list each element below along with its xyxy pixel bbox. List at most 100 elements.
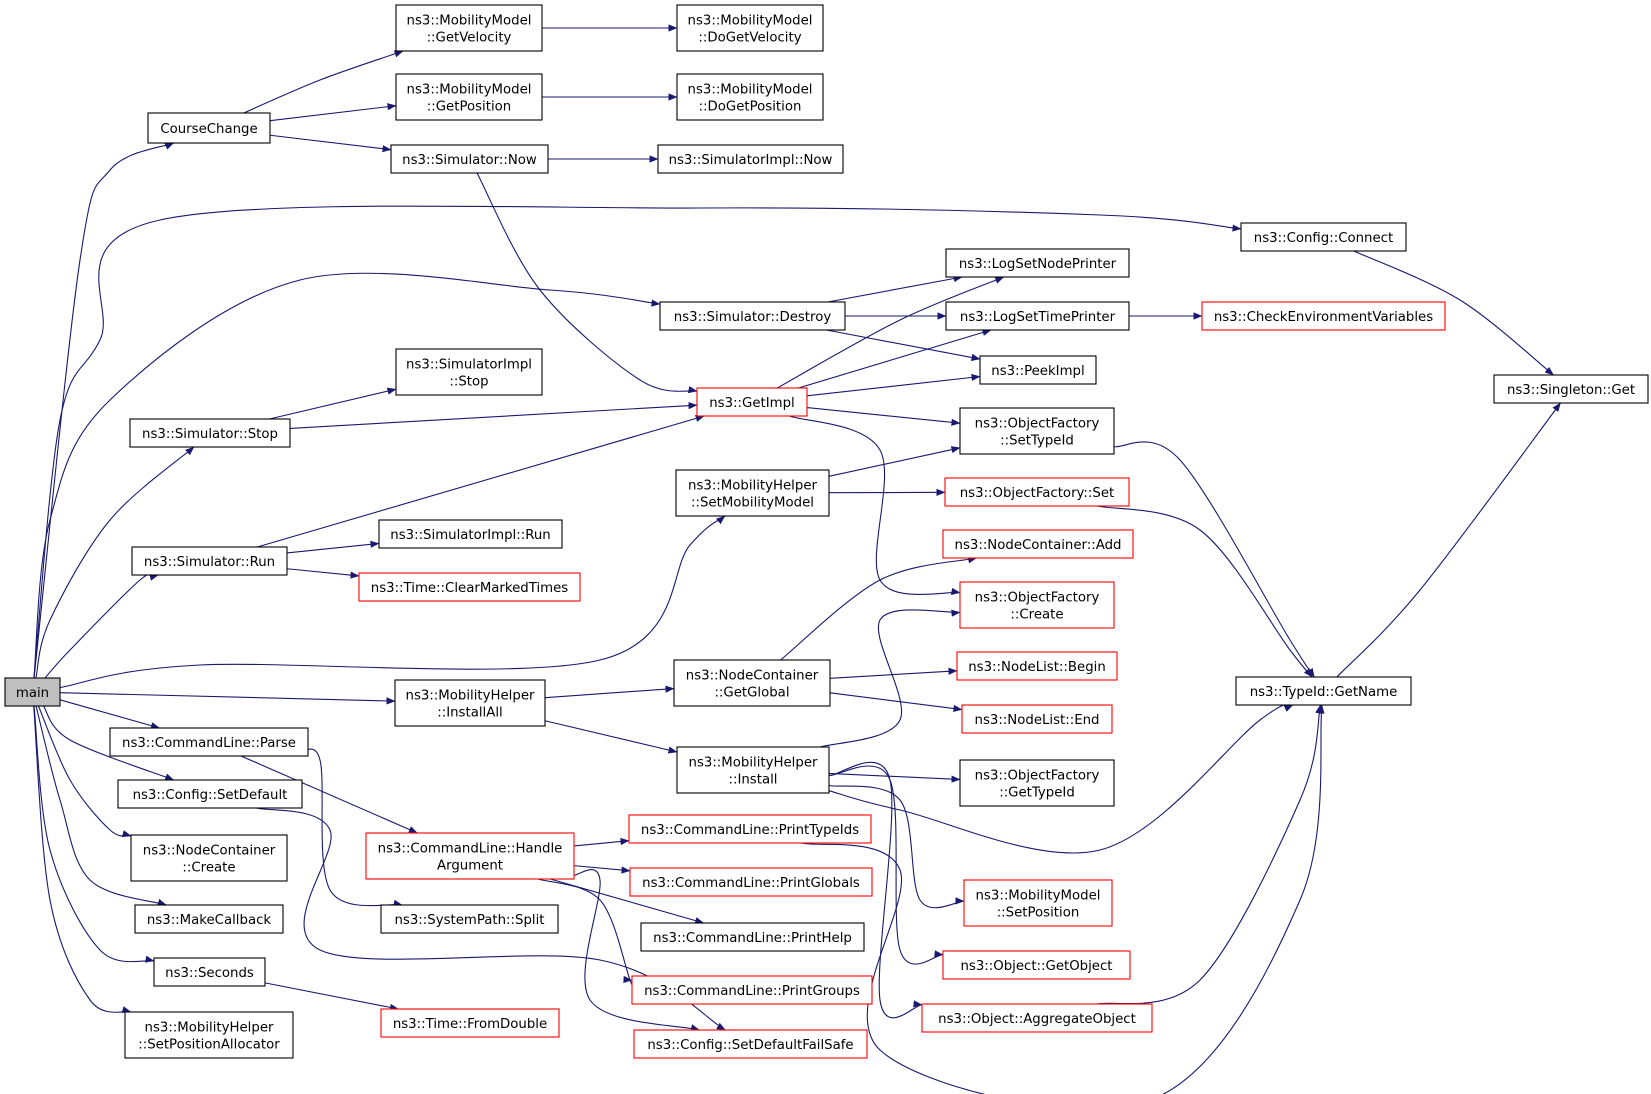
node-label: ::Stop [449,375,488,390]
node-label: ::Create [1010,608,1063,623]
node-label: ns3::MobilityModel [976,889,1101,904]
node-simimpl-run[interactable]: ns3::SimulatorImpl::Run [378,519,563,549]
node-label: ::GetGlobal [714,686,789,701]
node-getimpl[interactable]: ns3::GetImpl [696,387,808,417]
node-simimpl-stop[interactable]: ns3::SimulatorImpl::Stop [395,348,543,396]
node-main[interactable]: main [4,677,61,707]
node-label: ns3::Simulator::Destroy [674,310,832,325]
edge-getimpl-to-logsettimeprinter [798,329,992,389]
edge-seconds-to-time_fromdouble [264,982,399,1011]
node-box [921,1003,1153,1033]
node-nc-add[interactable]: ns3::NodeContainer::Add [942,529,1134,559]
node-typeid-getname[interactable]: ns3::TypeId::GetName [1235,676,1412,706]
node-seconds[interactable]: ns3::Seconds [153,957,266,987]
node-peekimpl[interactable]: ns3::PeekImpl [979,355,1097,385]
node-config-setdefaultfailsafe[interactable]: ns3::Config::SetDefaultFailSafe [633,1029,868,1059]
node-label: ns3::CommandLine::PrintTypeIds [641,823,859,838]
node-box [673,659,831,707]
node-box [942,950,1131,980]
node-mm-dogetposition[interactable]: ns3::MobilityModel::DoGetPosition [676,73,824,121]
node-cl-printglobals[interactable]: ns3::CommandLine::PrintGlobals [629,867,873,897]
node-box [676,73,824,121]
nodes-layer: mainCourseChangens3::MobilityModel::GetV… [4,4,1649,1059]
node-of-gettypeid[interactable]: ns3::ObjectFactory::GetTypeId [959,759,1115,807]
edge-mh_installall-to-mh_install [544,720,678,754]
node-cl-printhelp[interactable]: ns3::CommandLine::PrintHelp [640,922,865,952]
node-nodelist-begin[interactable]: ns3::NodeList::Begin [956,651,1118,681]
node-config-connect[interactable]: ns3::Config::Connect [1240,222,1407,252]
edge-main-to-nc_create [37,705,132,838]
node-label: ns3::ObjectFactory::Set [960,486,1114,501]
node-sim-destroy[interactable]: ns3::Simulator::Destroy [659,301,846,331]
node-object-aggregate[interactable]: ns3::Object::AggregateObject [921,1003,1153,1033]
edge-typeid_getname-to-singleton_get [1336,402,1561,678]
node-sim-now[interactable]: ns3::Simulator::Now [390,144,549,174]
node-coursechange[interactable]: CourseChange [147,112,271,144]
node-singleton-get[interactable]: ns3::Singleton::Get [1493,374,1649,404]
edge-cl_parse-to-systempath_split [295,748,403,907]
node-nc-getglobal[interactable]: ns3::NodeContainer::GetGlobal [673,659,831,707]
node-box [4,677,61,707]
edge-sim_stop-to-simimpl_stop [269,387,397,420]
node-of-set[interactable]: ns3::ObjectFactory::Set [944,477,1130,507]
node-box [657,144,844,174]
edge-object_aggregate-to-typeid_getname [1096,704,1323,1005]
node-time-clearmarked[interactable]: ns3::Time::ClearMarkedTimes [358,572,581,602]
node-cl-parse[interactable]: ns3::CommandLine::Parse [109,727,309,757]
node-cl-printtypeids[interactable]: ns3::CommandLine::PrintTypeIds [628,814,872,844]
node-box [395,4,543,52]
node-box [1493,374,1649,404]
node-label: ::Create [182,861,235,876]
node-box [944,477,1130,507]
node-label: ns3::MakeCallback [147,913,272,928]
node-box [963,879,1113,927]
node-of-create[interactable]: ns3::ObjectFactory::Create [959,581,1115,629]
edge-getimpl-to-logsetnodeprinter [777,276,1005,389]
node-label: Argument [437,859,503,874]
node-box [959,581,1115,629]
node-systempath-split[interactable]: ns3::SystemPath::Split [380,904,559,934]
node-label: ns3::Simulator::Stop [142,427,278,442]
edge-getimpl-to-peekimpl [806,373,981,397]
node-logsettimeprinter[interactable]: ns3::LogSetTimePrinter [945,301,1130,331]
node-simimpl-now[interactable]: ns3::SimulatorImpl::Now [657,144,844,174]
edge-main-to-mh_setpositionallocator [33,705,132,1014]
node-nodelist-end[interactable]: ns3::NodeList::End [961,704,1113,734]
node-config-setdefault[interactable]: ns3::Config::SetDefault [117,779,303,809]
node-sim-run[interactable]: ns3::Simulator::Run [131,546,288,576]
node-label: ns3::Seconds [165,966,254,981]
node-label: ns3::LogSetNodePrinter [959,257,1117,272]
edges-layer [33,24,1561,1094]
node-label: ns3::SimulatorImpl::Run [390,528,550,543]
node-label: ns3::MobilityHelper [689,756,818,771]
node-label: ::SetTypeId [1000,434,1074,449]
node-of-settypeid[interactable]: ns3::ObjectFactory::SetTypeId [959,407,1115,455]
node-makecallback[interactable]: ns3::MakeCallback [134,904,284,934]
node-mh-installall[interactable]: ns3::MobilityHelper::InstallAll [394,679,546,727]
node-checkenv[interactable]: ns3::CheckEnvironmentVariables [1201,301,1446,331]
node-mm-getposition[interactable]: ns3::MobilityModel::GetPosition [395,73,543,121]
node-box [365,832,575,880]
node-sim-stop[interactable]: ns3::Simulator::Stop [129,418,291,448]
node-mh-setmobilitymodel[interactable]: ns3::MobilityHelper::SetMobilityModel [675,469,830,517]
edge-mh_setmobilitymodel-to-of_settypeid [828,446,961,477]
node-mm-getvelocity[interactable]: ns3::MobilityModel::GetVelocity [395,4,543,52]
node-box [961,704,1113,734]
node-label: ns3::Time::ClearMarkedTimes [371,581,569,596]
node-nc-create[interactable]: ns3::NodeContainer::Create [130,834,288,882]
node-box [942,529,1134,559]
node-box [124,1011,294,1059]
node-box [109,727,309,757]
node-mh-setpositionallocator[interactable]: ns3::MobilityHelper::SetPositionAllocato… [124,1011,294,1059]
node-label: ns3::ObjectFactory [975,591,1100,606]
node-cl-printgroups[interactable]: ns3::CommandLine::PrintGroups [631,975,873,1005]
node-logsetnodeprinter[interactable]: ns3::LogSetNodePrinter [945,248,1130,278]
node-time-fromdouble[interactable]: ns3::Time::FromDouble [380,1008,560,1038]
node-object-getobject[interactable]: ns3::Object::GetObject [942,950,1131,980]
node-mm-dogetvelocity[interactable]: ns3::MobilityModel::DoGetVelocity [676,4,824,52]
edge-of_settypeid-to-typeid_getname [1113,441,1315,678]
node-label: ::GetVelocity [427,31,512,46]
node-mm-setposition[interactable]: ns3::MobilityModel::SetPosition [963,879,1113,927]
node-mh-install[interactable]: ns3::MobilityHelper::Install [676,746,830,794]
